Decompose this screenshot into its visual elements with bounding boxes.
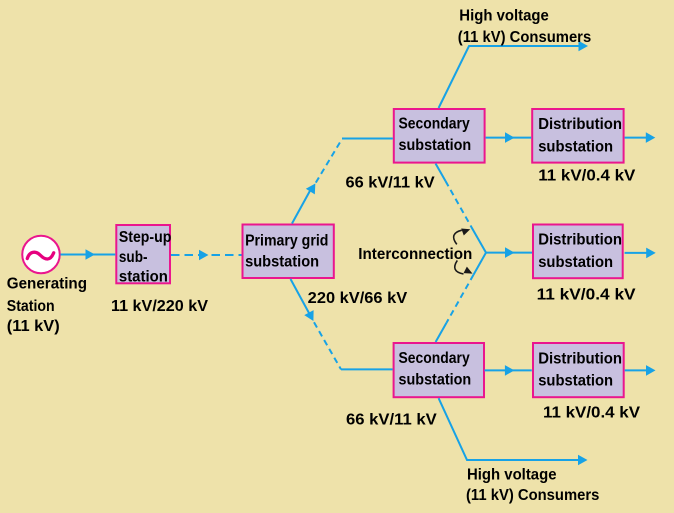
- svg-text:substation: substation: [245, 254, 319, 271]
- svg-text:Distribution: Distribution: [538, 116, 622, 133]
- svg-text:(11 kV) Consumers: (11 kV) Consumers: [466, 487, 599, 504]
- svg-text:Generating: Generating: [7, 276, 87, 293]
- svg-text:11 kV/0.4 kV: 11 kV/0.4 kV: [538, 168, 635, 185]
- svg-text:(11 kV): (11 kV): [7, 318, 60, 335]
- svg-text:Step-up: Step-up: [119, 229, 172, 246]
- svg-text:Interconnection: Interconnection: [358, 246, 472, 263]
- svg-text:11 kV/0.4 kV: 11 kV/0.4 kV: [537, 287, 636, 304]
- svg-text:66 kV/11 kV: 66 kV/11 kV: [346, 175, 435, 192]
- svg-text:substation: substation: [538, 254, 613, 271]
- svg-text:substation: substation: [538, 373, 613, 390]
- svg-text:substation: substation: [399, 371, 472, 388]
- svg-text:Primary grid: Primary grid: [245, 233, 328, 250]
- svg-text:station: station: [119, 269, 168, 286]
- svg-text:Distribution: Distribution: [538, 232, 622, 249]
- svg-text:sub-: sub-: [119, 249, 148, 266]
- svg-text:High voltage: High voltage: [459, 8, 549, 25]
- svg-text:220 kV/66 kV: 220 kV/66 kV: [308, 290, 408, 307]
- svg-text:substation: substation: [399, 137, 472, 154]
- svg-text:Secondary: Secondary: [399, 116, 470, 133]
- svg-text:11 kV/220 kV: 11 kV/220 kV: [111, 298, 208, 315]
- svg-text:Secondary: Secondary: [399, 350, 470, 367]
- svg-text:66 kV/11 kV: 66 kV/11 kV: [346, 412, 437, 429]
- svg-text:Station: Station: [7, 298, 55, 315]
- svg-text:(11 kV) Consumers: (11 kV) Consumers: [458, 29, 591, 46]
- svg-text:Distribution: Distribution: [538, 350, 622, 367]
- svg-text:High voltage: High voltage: [467, 467, 557, 484]
- svg-text:11 kV/0.4 kV: 11 kV/0.4 kV: [543, 404, 640, 421]
- svg-text:substation: substation: [538, 138, 613, 155]
